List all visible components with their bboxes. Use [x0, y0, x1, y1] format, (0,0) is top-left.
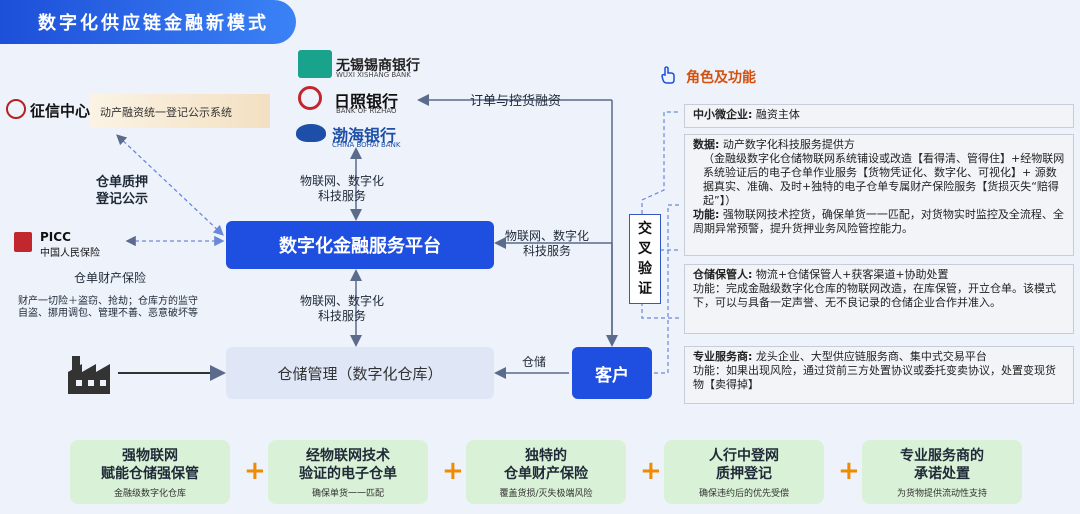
bank-xishang-en: WUXI XISHANG BANK — [336, 71, 411, 79]
bank-bohai-en: CHINA BOHAI BANK — [332, 141, 401, 149]
customer-box: 客户 — [572, 347, 652, 399]
iot-tech-bottom-label: 物联网、数字化 科技服务 — [300, 294, 385, 323]
bottom-card-sub: 覆盖货损/灭失极端风险 — [499, 489, 593, 499]
role-keeper-box: 仓储保管人: 物流+仓储保管人+获客渠道+协助处置 功能：完成金融级数字化仓库的… — [684, 264, 1074, 334]
order-financing-label: 订单与控货融资 — [470, 94, 562, 109]
factory-icon — [68, 356, 110, 394]
page-title: 数字化供应链金融新模式 — [38, 13, 269, 34]
credit-center-name: 征信中心 — [30, 102, 91, 120]
rizhao-logo-icon — [298, 86, 322, 110]
bottom-card-sub: 金融级数字化仓库 — [113, 489, 186, 499]
bottom-card-sub: 确保单货一一匹配 — [311, 489, 384, 499]
bottom-card-registration: 人行中登网 质押登记 确保违约后的优先受偿 — [664, 440, 824, 504]
role-sme-head: 中小微企业: — [693, 108, 753, 121]
bohai-logo-icon — [296, 124, 326, 142]
pledge-registration-label: 仓单质押 登记公示 — [96, 175, 149, 207]
plus-sign: + — [838, 456, 860, 486]
bottom-card-title: 人行中登网 质押登记 — [709, 448, 779, 482]
plus-sign: + — [442, 456, 464, 486]
role-data-line1: 动产数字化科技服务提供方 — [722, 138, 855, 151]
bank-rizhao-en: BANK OF RIZHAO — [336, 107, 397, 115]
credit-center-seal-icon — [6, 99, 26, 119]
cross-verify-box: 交 叉 验 证 — [629, 214, 661, 304]
role-sme-text: 融资主体 — [755, 108, 800, 121]
warehouse-insurance-label: 仓单财产保险 — [74, 271, 147, 285]
bottom-card-disposal: 专业服务商的 承诺处置 为货物提供流动性支持 — [862, 440, 1022, 504]
bottom-card-e-receipt: 经物联网技术 验证的电子仓单 确保单货一一匹配 — [268, 440, 428, 504]
role-data-box: 数据: 动产数字化科技服务提供方 （金融级数字化仓储物联网系统铺设或改造【看得清… — [684, 134, 1074, 256]
registration-system-name: 动产融资统一登记公示系统 — [100, 106, 232, 119]
cross-verify-char: 验 — [638, 261, 652, 277]
picc-logo-icon — [14, 232, 32, 252]
role-sme-box: 中小微企业: 融资主体 — [684, 104, 1074, 128]
role-keeper-func: 功能：完成金融级数字化仓库的物联网改造，在库保管，开立仓单。该模式下，可以与具备… — [693, 282, 1056, 309]
bank-xishang-name: 无锡锡商银行 — [336, 58, 420, 74]
role-data-head: 数据: — [693, 138, 720, 151]
role-pro-line1: 龙头企业、大型供应链服务商、集中式交易平台 — [755, 350, 987, 363]
bottom-card-sub: 确保违约后的优先受偿 — [698, 489, 789, 499]
bank-bohai-name: 渤海银行 — [332, 126, 397, 145]
bottom-card-sub: 为货物提供流动性支持 — [896, 489, 987, 499]
registration-system-banner — [90, 94, 270, 128]
bank-rizhao-name: 日照银行 — [334, 92, 399, 111]
plus-sign: + — [640, 456, 662, 486]
iot-tech-right-label: 物联网、数字化 科技服务 — [505, 229, 590, 258]
role-pro-head: 专业服务商: — [693, 350, 753, 363]
insurance-scope-text: 财产一切险＋盗窃、抢劫；仓库方的监守 自盗、挪用调包、管理不善、恶意破坏等 — [18, 296, 198, 319]
cross-verify-char: 交 — [638, 221, 652, 237]
role-pro-box: 专业服务商: 龙头企业、大型供应链服务商、集中式交易平台 功能：如果出现风险，通… — [684, 346, 1074, 404]
role-keeper-line1: 物流+仓储保管人+获客渠道+协助处置 — [755, 268, 949, 281]
plus-sign: + — [244, 456, 266, 486]
bottom-card-title: 独特的 仓单财产保险 — [504, 448, 588, 482]
warehouse-management: 仓储管理（数字化仓库） — [226, 347, 494, 399]
bottom-card-title: 专业服务商的 承诺处置 — [900, 448, 984, 482]
role-data-body: （金融级数字化仓储物联网系统铺设或改造【看得清、管得住】+经物联网系统验证后的电… — [703, 152, 1065, 207]
picc-name: PICC — [40, 230, 71, 244]
credit-dashed-line — [116, 134, 224, 236]
iot-tech-top-label: 物联网、数字化 科技服务 — [300, 174, 385, 203]
role-pro-func: 功能：如果出现风险，通过贷前三方处置协议或委托变卖协议，处置变现货物【卖得掉】 — [693, 364, 1056, 391]
bottom-card-iot-storage: 强物联网 赋能仓储强保管 金融级数字化仓库 — [70, 440, 230, 504]
xishang-logo-icon — [298, 50, 332, 78]
role-data-func: 强物联网技术控货，确保单货一一匹配，对货物实时监控及全流程、全周期异常预警，提升… — [693, 208, 1064, 235]
bottom-card-title: 经物联网技术 验证的电子仓单 — [299, 448, 397, 482]
verify-connector-1 — [641, 111, 680, 214]
bottom-card-insurance: 独特的 仓单财产保险 覆盖货损/灭失极端风险 — [466, 440, 626, 504]
digital-finance-platform: 数字化金融服务平台 — [226, 221, 494, 269]
cross-verify-char: 叉 — [638, 241, 652, 257]
roles-title: 角色及功能 — [686, 70, 756, 86]
role-keeper-head: 仓储保管人: — [693, 268, 753, 281]
role-data-func-head: 功能: — [693, 208, 720, 221]
picc-cn-name: 中国人民保险 — [40, 248, 100, 259]
storage-label: 仓储 — [522, 355, 547, 369]
bottom-card-title: 强物联网 赋能仓储强保管 — [101, 448, 199, 482]
title-bar — [0, 0, 296, 44]
hand-pointer-icon — [660, 66, 676, 84]
cross-verify-char: 证 — [638, 281, 652, 297]
